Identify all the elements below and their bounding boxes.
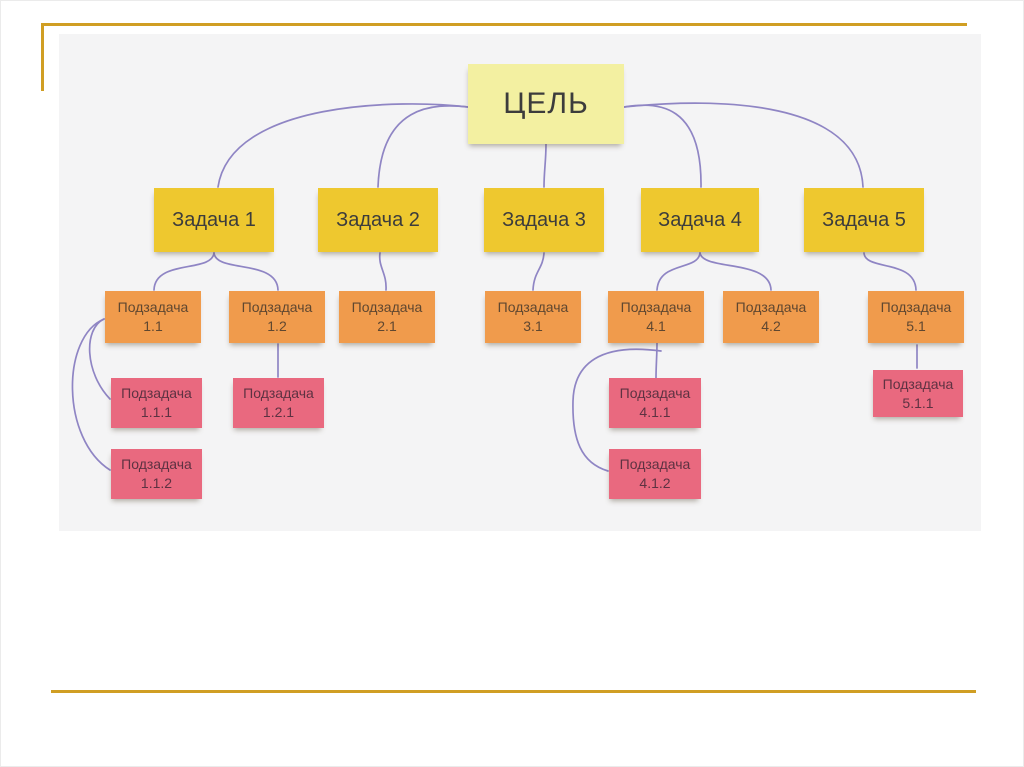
subtask-note-2-1: Подзадача 2.1 <box>339 291 435 343</box>
subsubtask-number: 1.2.1 <box>262 404 295 420</box>
subtask-number: 1.1 <box>143 318 163 334</box>
subtask-note-5-1: Подзадача 5.1 <box>868 291 964 343</box>
slide-accent-frame <box>41 23 967 91</box>
task-note-3: Задача 3 <box>484 188 604 252</box>
goal-note: ЦЕЛЬ <box>468 64 624 144</box>
subtask-title: Подзадача <box>117 299 189 316</box>
slide-footer-line <box>51 690 976 693</box>
subsubtask-note-5-1-1: Подзадача 5.1.1 <box>873 370 963 417</box>
subsubtask-note-4-1-1: Подзадача 4.1.1 <box>609 378 701 428</box>
subtask-number: 5.1 <box>906 318 926 334</box>
task-label: Задача 5 <box>822 208 906 231</box>
task-note-1: Задача 1 <box>154 188 274 252</box>
task-note-2: Задача 2 <box>318 188 438 252</box>
subsubtask-note-4-1-2: Подзадача 4.1.2 <box>609 449 701 499</box>
task-label: Задача 1 <box>172 208 256 231</box>
subtask-title: Подзадача <box>880 299 952 316</box>
subtask-number: 4.2 <box>761 318 781 334</box>
subsubtask-number: 1.1.2 <box>140 475 173 491</box>
subsubtask-title: Подзадача <box>121 456 192 473</box>
subtask-number: 2.1 <box>377 318 397 334</box>
subtask-number: 3.1 <box>523 318 543 334</box>
subtask-title: Подзадача <box>241 299 313 316</box>
task-label: Задача 3 <box>502 208 586 231</box>
task-label: Задача 4 <box>658 208 742 231</box>
subsubtask-note-1-1-2: Подзадача 1.1.2 <box>111 449 202 499</box>
subtask-title: Подзадача <box>351 299 423 316</box>
subtask-note-4-2: Подзадача 4.2 <box>723 291 819 343</box>
subtask-title: Подзадача <box>497 299 569 316</box>
subtask-number: 4.1 <box>646 318 666 334</box>
subsubtask-title: Подзадача <box>619 456 691 473</box>
subtask-note-3-1: Подзадача 3.1 <box>485 291 581 343</box>
subsubtask-number: 4.1.1 <box>639 404 671 420</box>
task-label: Задача 2 <box>336 208 420 231</box>
subsubtask-title: Подзадача <box>243 385 314 402</box>
subtask-note-4-1: Подзадача 4.1 <box>608 291 704 343</box>
subsubtask-number: 1.1.1 <box>140 404 173 420</box>
subtask-title: Подзадача <box>735 299 807 316</box>
subtask-title: Подзадача <box>620 299 692 316</box>
subsubtask-note-1-1-1: Подзадача 1.1.1 <box>111 378 202 428</box>
subsubtask-number: 4.1.2 <box>639 475 671 491</box>
goal-label: ЦЕЛЬ <box>503 87 589 120</box>
subtask-number: 1.2 <box>267 318 287 334</box>
task-note-5: Задача 5 <box>804 188 924 252</box>
subtask-note-1-1: Подзадача 1.1 <box>105 291 201 343</box>
subsubtask-number: 5.1.1 <box>902 394 934 411</box>
subsubtask-title: Подзадача <box>619 385 691 402</box>
subsubtask-title: Подзадача <box>882 375 954 392</box>
task-note-4: Задача 4 <box>641 188 759 252</box>
subsubtask-note-1-2-1: Подзадача 1.2.1 <box>233 378 324 428</box>
subsubtask-title: Подзадача <box>121 385 192 402</box>
subtask-note-1-2: Подзадача 1.2 <box>229 291 325 343</box>
